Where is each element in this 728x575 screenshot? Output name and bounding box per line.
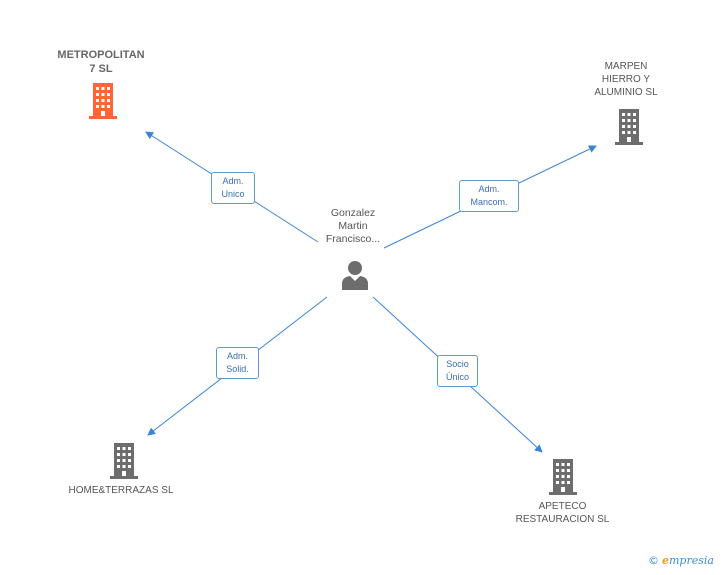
relation-metropolitan-line1: Adm.: [222, 176, 244, 186]
relation-marpen[interactable]: Adm. Mancom.: [459, 180, 519, 212]
metropolitan-name-line1: METROPOLITAN: [57, 49, 145, 61]
relation-apeteco-line2: Único: [445, 372, 469, 382]
relation-home-line2: Solid.: [226, 364, 249, 374]
brand-rest: mpresia: [669, 554, 714, 567]
relation-marpen-line1: Adm.: [478, 184, 500, 194]
marpen-name-line3: ALUMINIO SL: [594, 87, 658, 98]
relation-metropolitan-line2: Unico: [221, 189, 245, 199]
marpen-name-line1: MARPEN: [604, 61, 648, 72]
relation-home[interactable]: Adm. Solid.: [216, 347, 259, 379]
relation-metropolitan[interactable]: Adm. Unico: [211, 172, 255, 204]
metropolitan-label[interactable]: METROPOLITAN 7 SL: [46, 48, 156, 76]
marpen-name-line2: HIERRO Y: [601, 74, 651, 85]
person-name-line1: Gonzalez: [330, 207, 376, 219]
apeteco-name-line1: APETECO: [538, 501, 587, 512]
brand-initial: e: [662, 554, 669, 567]
relation-marpen-line2: Mancom.: [470, 197, 508, 207]
relation-home-line1: Adm.: [226, 351, 248, 361]
person-name-line3: Francisco...: [325, 233, 381, 245]
person-name-line2: Martin: [338, 220, 368, 232]
building-icon[interactable]: [547, 459, 579, 495]
home-name-line1: HOME&TERRAZAS SL: [68, 485, 174, 496]
person-label[interactable]: Gonzalez Martin Francisco...: [305, 207, 401, 246]
marpen-label[interactable]: MARPEN HIERRO Y ALUMINIO SL: [576, 60, 676, 99]
copyright-icon: ©: [648, 554, 659, 567]
relation-apeteco-line1: Socio: [446, 359, 469, 369]
apeteco-label[interactable]: APETECO RESTAURACION SL: [505, 500, 620, 526]
person-icon[interactable]: [341, 260, 369, 290]
relation-apeteco[interactable]: Socio Único: [437, 355, 478, 387]
building-icon[interactable]: [87, 83, 119, 119]
home-label[interactable]: HOME&TERRAZAS SL: [56, 484, 186, 497]
building-icon[interactable]: [613, 109, 645, 145]
empresia-logo: ©empresia: [648, 554, 714, 567]
building-icon[interactable]: [108, 443, 140, 479]
metropolitan-name-line2: 7 SL: [89, 63, 113, 75]
apeteco-name-line2: RESTAURACION SL: [515, 514, 610, 525]
